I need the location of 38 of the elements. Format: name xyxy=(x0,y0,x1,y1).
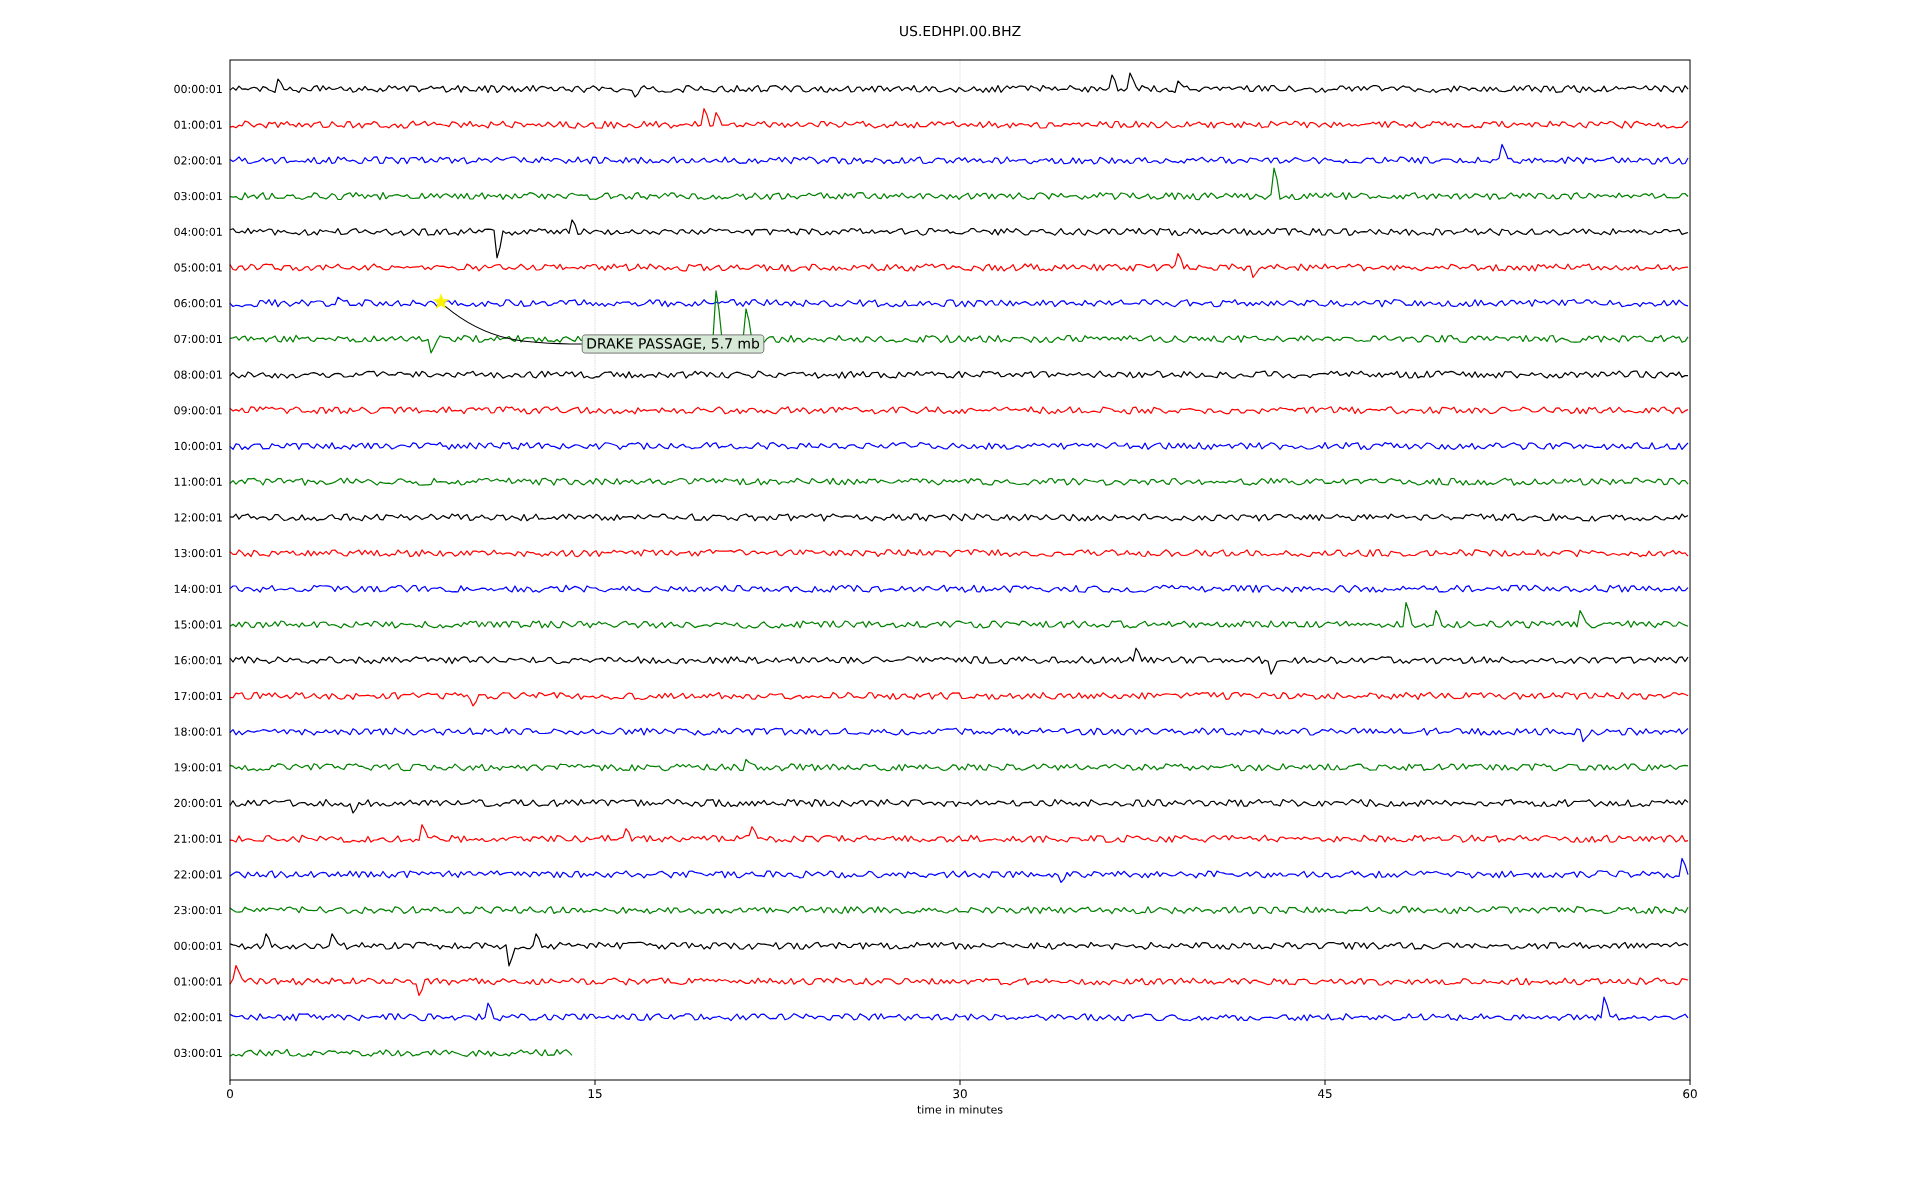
tick-label: 17:00:01 xyxy=(174,691,222,701)
tick-label: 02:00:01 xyxy=(174,1013,222,1022)
tick-label: 12:00:01 xyxy=(174,513,222,522)
tick-label: 09:00:01 xyxy=(174,406,222,415)
tick-label: 02:00:01 xyxy=(174,156,222,165)
tick-label: 13:00:01 xyxy=(174,548,222,558)
tick-label: 0 xyxy=(227,1089,233,1099)
tick-label: 01:00:01 xyxy=(174,120,222,129)
tick-label: 21:00:01 xyxy=(174,834,222,843)
tick-label: 18:00:01 xyxy=(174,727,222,736)
tick-label: 08:00:01 xyxy=(174,370,222,379)
annotation-box: DRAKE PASSAGE, 5.7 mb xyxy=(581,334,765,354)
tick-label: 60 xyxy=(1683,1089,1697,1099)
tick-label: 22:00:01 xyxy=(174,870,222,879)
tick-label: 01:00:01 xyxy=(174,977,222,986)
tick-label: 03:00:01 xyxy=(174,1048,222,1058)
tick-label: 07:00:01 xyxy=(174,334,222,344)
tick-label: 04:00:01 xyxy=(174,227,222,236)
tick-label: 10:00:01 xyxy=(174,441,222,451)
tick-label: 16:00:01 xyxy=(174,656,222,665)
tick-label: 15:00:01 xyxy=(174,620,222,629)
tick-label: 14:00:01 xyxy=(174,584,222,593)
tick-label: 23:00:01 xyxy=(174,905,222,915)
tick-label: 00:00:01 xyxy=(174,941,222,950)
chart-title: US.EDHPI.00.BHZ xyxy=(900,25,1021,37)
leader-line xyxy=(444,305,583,345)
tick-label: 03:00:01 xyxy=(174,191,222,201)
tick-label: 00:00:01 xyxy=(174,84,222,94)
tick-label: 06:00:01 xyxy=(174,299,222,308)
tick-label: 05:00:01 xyxy=(174,263,222,272)
tick-label: 11:00:01 xyxy=(174,477,222,486)
tick-label: 45 xyxy=(1318,1089,1332,1099)
tick-label: 30 xyxy=(953,1089,967,1099)
tick-label: 19:00:01 xyxy=(174,763,222,772)
axis-label: time in minutes xyxy=(917,1105,1003,1114)
event-star xyxy=(433,293,449,309)
tick-label: 15 xyxy=(588,1089,602,1099)
tick-label: 20:00:01 xyxy=(174,798,222,808)
